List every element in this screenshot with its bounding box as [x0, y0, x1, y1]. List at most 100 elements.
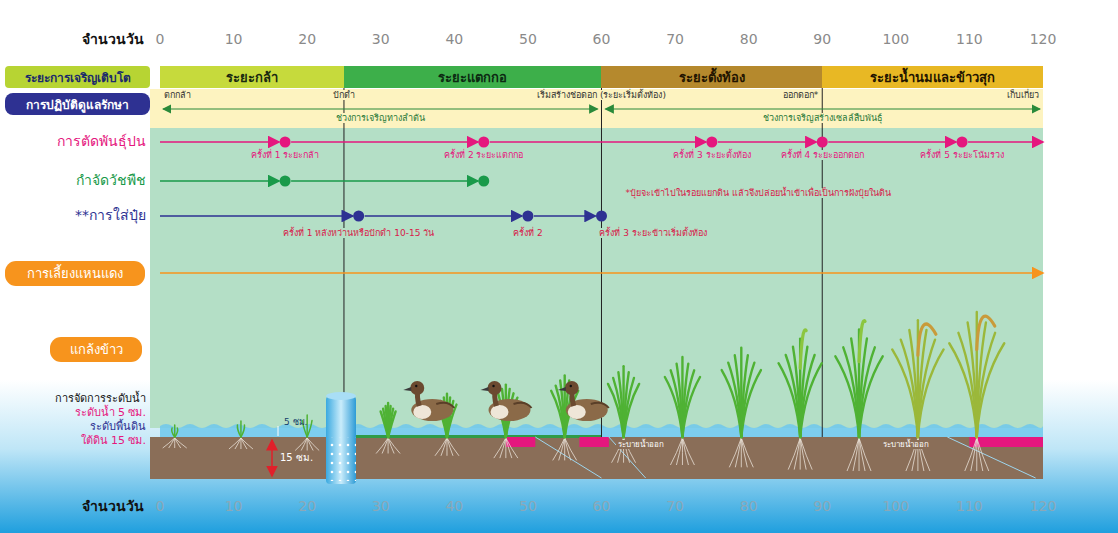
rice-plant [722, 348, 761, 468]
stage-band: ระยะแตกกอ [344, 66, 602, 88]
root [847, 438, 859, 471]
timeline-arrow [828, 141, 956, 143]
timeline-arrow [968, 141, 1043, 143]
leaf [800, 363, 822, 437]
root [301, 438, 307, 451]
label: ตกกล้า [162, 90, 193, 100]
leaf [175, 428, 178, 437]
label: จำนวนวัน [80, 498, 146, 514]
root [295, 438, 307, 451]
duck-bill [558, 387, 566, 391]
leaf [918, 349, 944, 437]
timeline-dot [596, 211, 607, 222]
label: 50 [517, 498, 539, 514]
root [240, 438, 241, 449]
label: 110 [954, 498, 985, 514]
row-header: แกล้งข้าว [50, 337, 142, 362]
panicle [918, 324, 936, 355]
label: ระดับน้ำ 5 ซม. [73, 407, 149, 420]
label: 5 ซม. [282, 417, 309, 427]
rice-plant [665, 357, 700, 465]
label: 30 [370, 498, 392, 514]
label: ครั้งที่ 4 ระยะออกดอก [779, 150, 866, 160]
label: 100 [880, 31, 911, 47]
duck-bill [481, 387, 489, 391]
drain-line [947, 437, 1035, 478]
root [800, 438, 812, 470]
node-text: ระยะน้ำนมและข้าวสุก [870, 67, 995, 88]
panicle [800, 330, 806, 368]
label: ระบายน้ำออก [616, 440, 666, 449]
rice-plant [435, 394, 459, 456]
root [382, 438, 388, 454]
label: 15 ซม. [278, 452, 315, 464]
label: 110 [954, 31, 985, 47]
timeline-arrow [160, 180, 279, 182]
perforated-pipe [326, 396, 356, 484]
timeline-dot [280, 176, 291, 187]
label: 70 [664, 31, 686, 47]
label: ครั้งที่ 2 ระยะแตกกอ [442, 150, 525, 160]
root [559, 438, 565, 460]
timeline-dot [478, 176, 489, 187]
root [388, 438, 400, 454]
root [976, 438, 977, 471]
root [794, 438, 800, 470]
timeline-dot [817, 137, 828, 148]
label: ครั้งที่ 3 ระยะตั้งท้อง [671, 150, 752, 160]
label: ช่วงการเจริญทางลำต้น [334, 113, 427, 123]
root [441, 438, 447, 456]
stage-band: ระยะกล้า [160, 66, 344, 88]
timeline-dot [353, 211, 364, 222]
label: 60 [591, 31, 613, 47]
duck-wing [591, 403, 609, 408]
leaf [307, 421, 312, 438]
label: 90 [811, 31, 833, 47]
period-arrow [605, 108, 1039, 109]
timeline-dot [478, 137, 489, 148]
label: ออกดอก* [781, 90, 821, 100]
label: 30 [370, 31, 392, 47]
label: ครั้งที่ 1 หลังหว่านหรือปักดำ 10-15 วัน [281, 228, 436, 238]
label: ปักดำ [331, 90, 357, 100]
timeline-dot [957, 137, 968, 148]
label: ครั้งที่ 3 ระยะข้าวเริ่มตั้งท้อง [597, 228, 708, 238]
label: 70 [664, 498, 686, 514]
panicle [977, 316, 995, 349]
rice-plant [835, 321, 882, 471]
root [175, 438, 187, 448]
row-header: การปฏิบัติดูแลรักษา [5, 93, 150, 115]
label: เริ่มสร้างช่อดอก (ระยะเริ่มตั้งท้อง) [535, 90, 668, 100]
root [163, 438, 175, 448]
duck-wing [436, 403, 454, 408]
label: 120 [1028, 31, 1059, 47]
node-text: ระยะตั้งท้อง [679, 67, 745, 88]
root [965, 438, 977, 471]
node-text: ระยะกล้า [226, 67, 278, 88]
timeline-arrow [365, 215, 522, 217]
panicle [859, 321, 865, 362]
root [435, 438, 447, 456]
drain-bar [969, 437, 1043, 447]
duck [403, 381, 454, 421]
label: 80 [738, 498, 760, 514]
root [735, 438, 741, 467]
soil [150, 437, 1043, 479]
root [307, 438, 308, 451]
root [553, 438, 565, 460]
rice-plant [376, 403, 400, 454]
timeline-arrow [291, 141, 478, 143]
duck-head [410, 381, 424, 395]
leaf [859, 356, 883, 437]
root [169, 438, 175, 448]
rice-plant [779, 330, 822, 470]
label: 40 [443, 498, 465, 514]
label: ระดับพื้นดิน [88, 421, 148, 434]
label: 20 [296, 31, 318, 47]
duck-head [488, 381, 502, 395]
label: 100 [880, 498, 911, 514]
root [800, 438, 801, 470]
drain-line [535, 437, 601, 478]
azolla-arrow [160, 272, 1043, 274]
root [682, 438, 683, 465]
